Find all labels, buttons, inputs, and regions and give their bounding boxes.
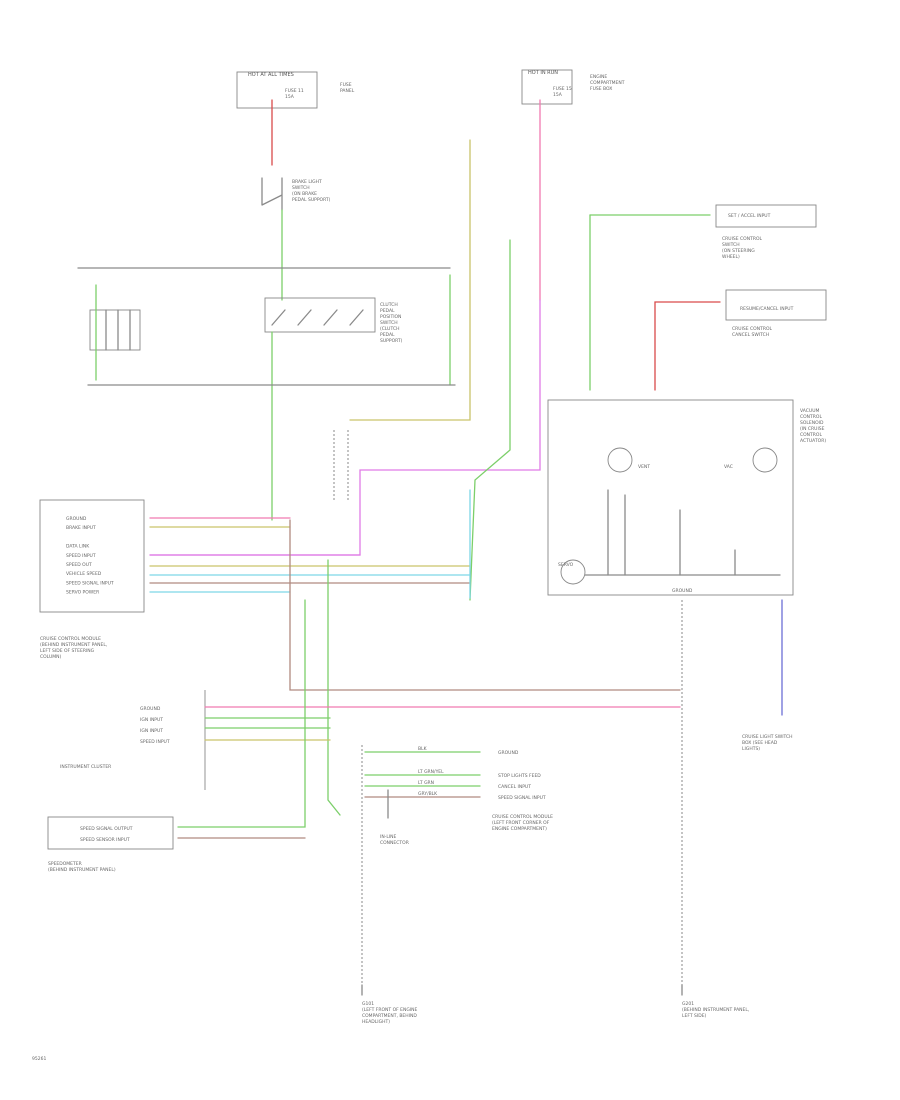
lower-center: BLK GROUND LT GRN/YEL STOP LIGHTS FEED LT GR… <box>364 746 553 846</box>
module-pin-label: SPEED INPUT <box>66 553 96 559</box>
servo-label: SERVO <box>558 562 574 568</box>
speedo-pin-label: SPEED SENSOR INPUT <box>80 837 130 843</box>
lower-row-wire-code: LT GRN <box>418 780 434 786</box>
speedo-pin-list: SPEED SIGNAL OUTPUT SPEED SENSOR INPUT <box>80 826 133 843</box>
cluster-pin-label: IGN INPUT <box>140 717 163 723</box>
module-pin-label: GROUND <box>66 516 87 522</box>
cluster-pin-label: SPEED INPUT <box>140 739 170 745</box>
lower-center-desc: CRUISE CONTROL MODULE(LEFT FRONT CORNER … <box>492 814 553 832</box>
cluster-pin-label: IGN INPUT <box>140 728 163 734</box>
vac-label: VAC <box>724 464 733 470</box>
set-switch-label: SET / ACCEL INPUT <box>728 213 771 219</box>
speedometer-desc: SPEEDOMETER(BEHIND INSTRUMENT PANEL) <box>48 861 116 873</box>
magenta-wire <box>149 299 541 556</box>
left-relay-block <box>89 284 141 381</box>
speedometer: SPEED SIGNAL OUTPUT SPEED SENSOR INPUT SP… <box>47 816 174 873</box>
lower-row-label: CANCEL INPUT <box>498 784 531 790</box>
olive-wire <box>349 139 471 421</box>
lower-row-wire-code: LT GRN/YEL <box>418 769 444 775</box>
module-pin-label: DATA LINK <box>66 544 90 550</box>
instrument-cluster-desc: INSTRUMENT CLUSTER <box>60 764 111 770</box>
brown-drop <box>289 519 681 691</box>
ground-right-desc: G201(BEHIND INSTRUMENT PANEL,LEFT SIDE) <box>682 1001 749 1019</box>
cluster-pin-label: GROUND <box>140 706 161 712</box>
module-pin-label: SPEED OUT <box>66 562 92 568</box>
cruise-module: GROUND BRAKE INPUT DATA LINK SPEED INPUT SPE… <box>39 499 145 660</box>
lower-row-label: STOP LIGHTS FEED <box>498 773 541 779</box>
module-wires <box>149 517 471 593</box>
footer-code: 95261 <box>32 1056 46 1062</box>
green-wire-right <box>469 239 511 601</box>
cruise-module-desc: CRUISE CONTROL MODULE(BEHIND INSTRUMENT … <box>40 636 107 660</box>
resume-label: RESUME/CANCEL INPUT <box>740 306 794 312</box>
speedo-pin-label: SPEED SIGNAL OUTPUT <box>80 826 133 832</box>
module-pin-label: BRAKE INPUT <box>66 525 96 531</box>
hot-in-run-label: HOT IN RUN <box>528 70 558 76</box>
lower-row-list: BLK GROUND LT GRN/YEL STOP LIGHTS FEED LT GR… <box>364 746 546 801</box>
module-pin-label: SPEED SIGNAL INPUT <box>66 580 114 586</box>
instrument-cluster: GROUND IGN INPUT IGN INPUT SPEED INPUT INST… <box>60 690 206 790</box>
module-pin-label: VEHICLE SPEED <box>66 571 102 577</box>
lower-row-wire-code: BLK <box>418 746 428 752</box>
green-drop-center <box>327 559 341 816</box>
lower-row-label: GROUND <box>498 750 519 756</box>
lower-row-wire-code: GRY/BLK <box>418 791 438 797</box>
module-pin-label: SERVO POWER <box>66 590 99 596</box>
ground-label: GROUND <box>672 588 693 594</box>
vent-label: VENT <box>638 464 650 470</box>
cluster-wires <box>204 706 681 741</box>
hot-all-times-label: HOT AT ALL TIMES <box>248 72 294 78</box>
cluster-pin-list: GROUND IGN INPUT IGN INPUT SPEED INPUT <box>140 706 170 745</box>
module-pin-list: GROUND BRAKE INPUT DATA LINK SPEED INPUT SPE… <box>66 516 114 596</box>
speedo-wires <box>177 599 306 839</box>
lower-row-label: SPEED SIGNAL INPUT <box>498 795 546 801</box>
